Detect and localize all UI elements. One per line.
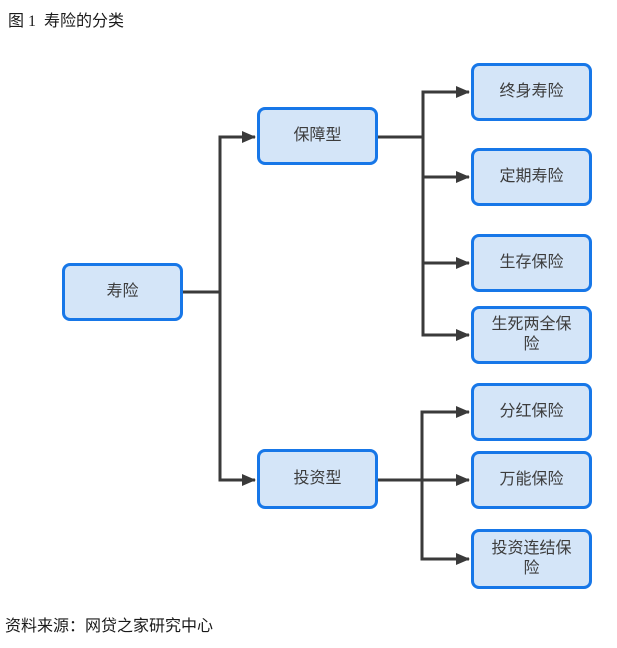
node-unit-linked-label: 投资连结保险 [491,540,572,577]
node-investment-type-label: 投资型 [293,470,342,487]
node-participating-insurance: 分红保险 [471,383,592,441]
node-endowment-label: 生死两全保险 [491,316,572,353]
node-protection-type-label: 保障型 [293,127,342,144]
node-life-insurance-label: 寿险 [106,283,139,300]
node-universal-label: 万能保险 [499,471,564,488]
node-survival-label: 生存保险 [499,254,564,271]
node-endowment-insurance: 生死两全保险 [471,306,592,364]
node-life-insurance: 寿险 [62,263,183,321]
node-investment-type: 投资型 [257,449,378,509]
node-whole-life-insurance: 终身寿险 [471,63,592,121]
node-term-life-label: 定期寿险 [499,168,564,185]
node-universal-insurance: 万能保险 [471,451,592,509]
figure-title: 图 1 寿险的分类 [8,13,125,30]
node-participating-label: 分红保险 [499,403,564,420]
node-protection-type: 保障型 [257,107,378,165]
node-whole-life-label: 终身寿险 [499,83,564,100]
figure-source: 资料来源：网贷之家研究中心 [5,618,214,635]
node-unit-linked-insurance: 投资连结保险 [471,529,592,589]
node-term-life-insurance: 定期寿险 [471,148,592,206]
node-survival-insurance: 生存保险 [471,234,592,292]
